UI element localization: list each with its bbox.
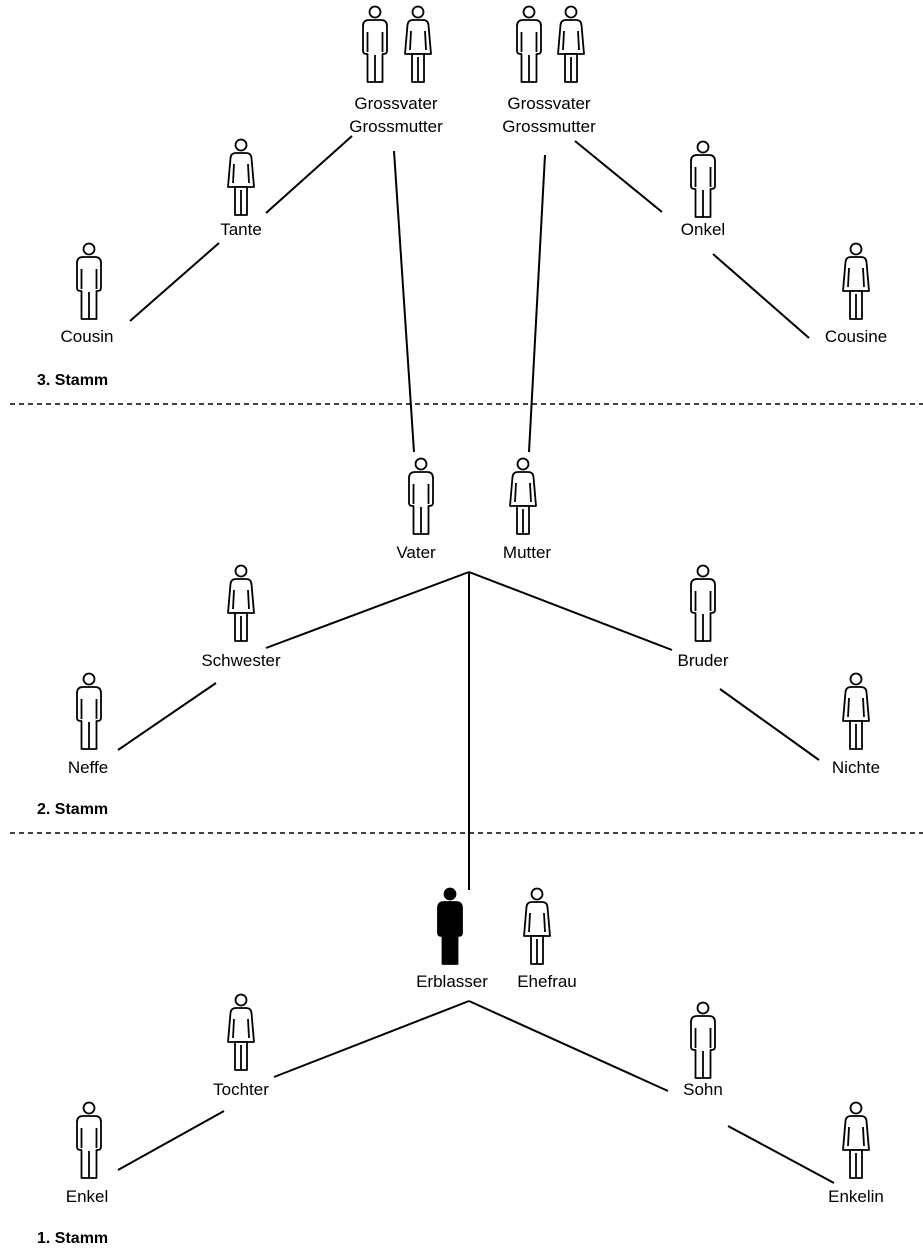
- man-icon: [76, 1101, 102, 1179]
- label-daughter: Tochter: [213, 1080, 269, 1099]
- line-daughter-grandson: [117, 1110, 225, 1171]
- line-couple-son: [468, 1000, 669, 1092]
- woman-icon: [227, 564, 255, 642]
- label-paternal-grandfather: Grossvater: [354, 94, 437, 113]
- line-brother-niece: [719, 688, 820, 761]
- man-icon: [516, 5, 542, 83]
- man-icon: [690, 140, 716, 218]
- line-sister-nephew: [117, 682, 217, 751]
- label-deceased: Erblasser: [416, 972, 488, 991]
- man-icon: [76, 672, 102, 750]
- label-sister: Schwester: [201, 651, 281, 670]
- label-maternal-grandmother: Grossmutter: [502, 117, 596, 136]
- man-icon: [690, 1001, 716, 1079]
- woman-icon: [842, 242, 870, 320]
- label-father: Vater: [396, 543, 436, 562]
- line-couple-daughter: [273, 1000, 470, 1078]
- connector-lines: [117, 135, 835, 1184]
- label-son: Sohn: [683, 1080, 723, 1099]
- label-uncle: Onkel: [681, 220, 725, 239]
- man-icon: [408, 457, 434, 535]
- stamm-label-1: 1. Stamm: [37, 1230, 108, 1247]
- man-icon: [690, 564, 716, 642]
- woman-icon: [842, 1101, 870, 1179]
- woman-icon: [509, 457, 537, 535]
- person-labels: Grossvater Grossmutter Grossvater Grossm…: [61, 94, 888, 1206]
- label-cousin-female: Cousine: [825, 327, 887, 346]
- line-parents-sister: [265, 571, 470, 649]
- man-icon: [362, 5, 388, 83]
- label-granddaughter: Enkelin: [828, 1187, 884, 1206]
- deceased-man-icon: [437, 887, 463, 965]
- line-grandparents-mother: [528, 154, 546, 453]
- line-parents-brother: [468, 571, 673, 651]
- woman-icon: [227, 138, 255, 216]
- label-maternal-grandfather: Grossvater: [507, 94, 590, 113]
- label-grandson: Enkel: [66, 1187, 109, 1206]
- woman-icon: [557, 5, 585, 83]
- woman-icon: [404, 5, 432, 83]
- woman-icon: [842, 672, 870, 750]
- man-icon: [76, 242, 102, 320]
- label-paternal-grandmother: Grossmutter: [349, 117, 443, 136]
- stamm-label-3: 3. Stamm: [37, 372, 108, 389]
- stamm-labels: 3. Stamm 2. Stamm 1. Stamm: [37, 372, 108, 1247]
- woman-icon: [523, 887, 551, 965]
- label-nephew: Neffe: [68, 758, 108, 777]
- line-grandparents-aunt: [265, 135, 353, 214]
- label-aunt: Tante: [220, 220, 262, 239]
- label-cousin-male: Cousin: [61, 327, 114, 346]
- line-uncle-cousine: [712, 253, 810, 339]
- line-aunt-cousin: [129, 242, 220, 322]
- stamm-label-2: 2. Stamm: [37, 801, 108, 818]
- label-niece: Nichte: [832, 758, 880, 777]
- label-brother: Bruder: [677, 651, 728, 670]
- woman-icon: [227, 993, 255, 1071]
- line-grandparents-uncle: [574, 140, 663, 213]
- line-grandparents-father: [393, 150, 415, 453]
- label-mother: Mutter: [503, 543, 552, 562]
- line-son-granddaughter: [727, 1125, 835, 1184]
- label-wife: Ehefrau: [517, 972, 577, 991]
